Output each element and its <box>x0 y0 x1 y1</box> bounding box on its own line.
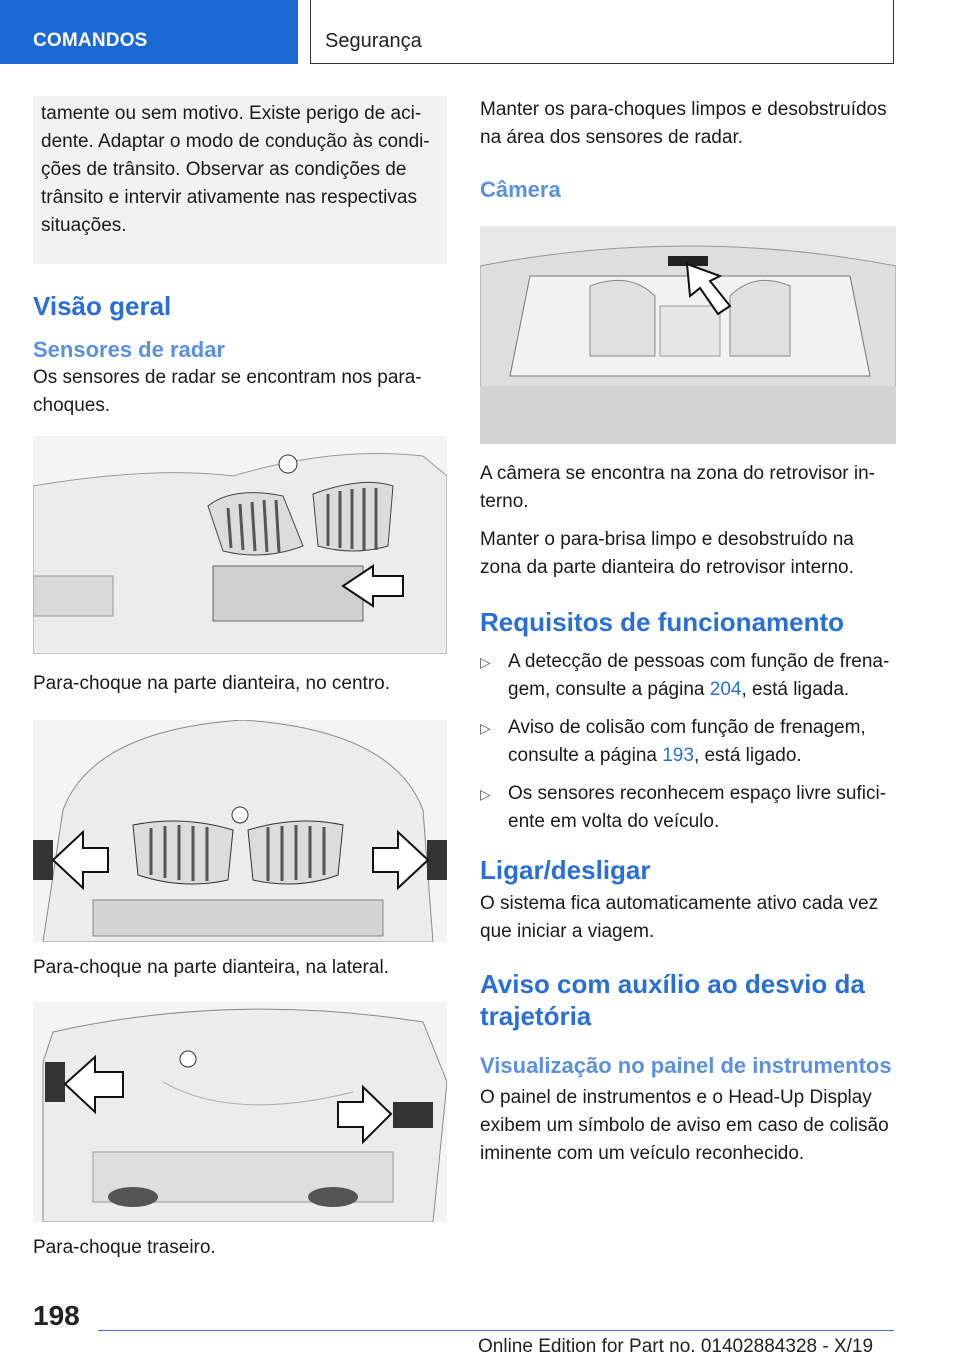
heading-evasion-warning: Aviso com auxílio ao desvio da trajetóri… <box>480 969 865 1031</box>
section-title: Segurança <box>325 30 422 52</box>
page-number: 198 <box>33 1300 80 1331</box>
warning-text: tamente ou sem motivo. Existe perigo de … <box>41 103 430 236</box>
front-bumper-side-image <box>33 720 447 942</box>
caption-front-center: Para-choque na parte dianteira, no centr… <box>33 673 391 694</box>
footer-divider <box>98 1330 894 1331</box>
heading-instrument-display: Visualização no painel de instrumentos <box>480 1053 892 1078</box>
footer-edition: Online Edition for Part no. 01402884328 … <box>478 1336 874 1357</box>
caption-front-side: Para-choque na parte dianteira, na later… <box>33 957 389 978</box>
list-item: ▷ Os sensores reconhecem espaço livre su… <box>480 780 896 836</box>
camera-location-image <box>480 226 896 444</box>
heading-camera: Câmera <box>480 177 561 202</box>
bullet-icon: ▷ <box>480 786 491 802</box>
caption-rear: Para-choque traseiro. <box>33 1237 216 1258</box>
rear-bumper-image <box>33 1002 447 1222</box>
list-item: ▷ A detecção de pessoas com função de fr… <box>480 648 896 704</box>
camera-location-text: A câmera se encontra na zona do retrovis… <box>480 463 875 512</box>
keep-clean-text: Manter os para-choques limpos e desobstr… <box>480 99 887 148</box>
section-header: Segurança <box>310 0 894 64</box>
radar-description: Os sensores de radar se encontram nos pa… <box>33 367 422 416</box>
camera-clean-text: Manter o para-brisa limpo e desobstruído… <box>480 529 854 578</box>
heading-radar-sensors: Sensores de radar <box>33 337 225 362</box>
left-column: tamente ou sem motivo. Existe perigo de … <box>33 96 447 1262</box>
list-item: ▷ Aviso de colisão com função de frenage… <box>480 714 896 770</box>
page-link[interactable]: 193 <box>662 745 694 766</box>
instrument-display-text: O painel de instrumentos e o Head-Up Dis… <box>480 1087 889 1164</box>
warning-box: tamente ou sem motivo. Existe perigo de … <box>33 96 447 264</box>
on-off-text: O sistema fica automaticamente ativo cad… <box>480 893 879 942</box>
requirements-list: ▷ A detecção de pessoas com função de fr… <box>480 648 896 836</box>
heading-overview: Visão geral <box>33 291 172 321</box>
right-column: Manter os para-choques limpos e desobstr… <box>480 96 896 1168</box>
section-tab: COMANDOS <box>0 0 298 64</box>
heading-on-off: Ligar/desligar <box>480 855 651 885</box>
bullet-icon: ▷ <box>480 720 491 736</box>
page-link[interactable]: 204 <box>709 679 742 700</box>
heading-requirements: Requisitos de funcionamento <box>480 607 845 637</box>
section-tab-label: COMANDOS <box>33 30 148 51</box>
front-bumper-center-image <box>33 436 447 654</box>
bullet-icon: ▷ <box>480 654 491 670</box>
